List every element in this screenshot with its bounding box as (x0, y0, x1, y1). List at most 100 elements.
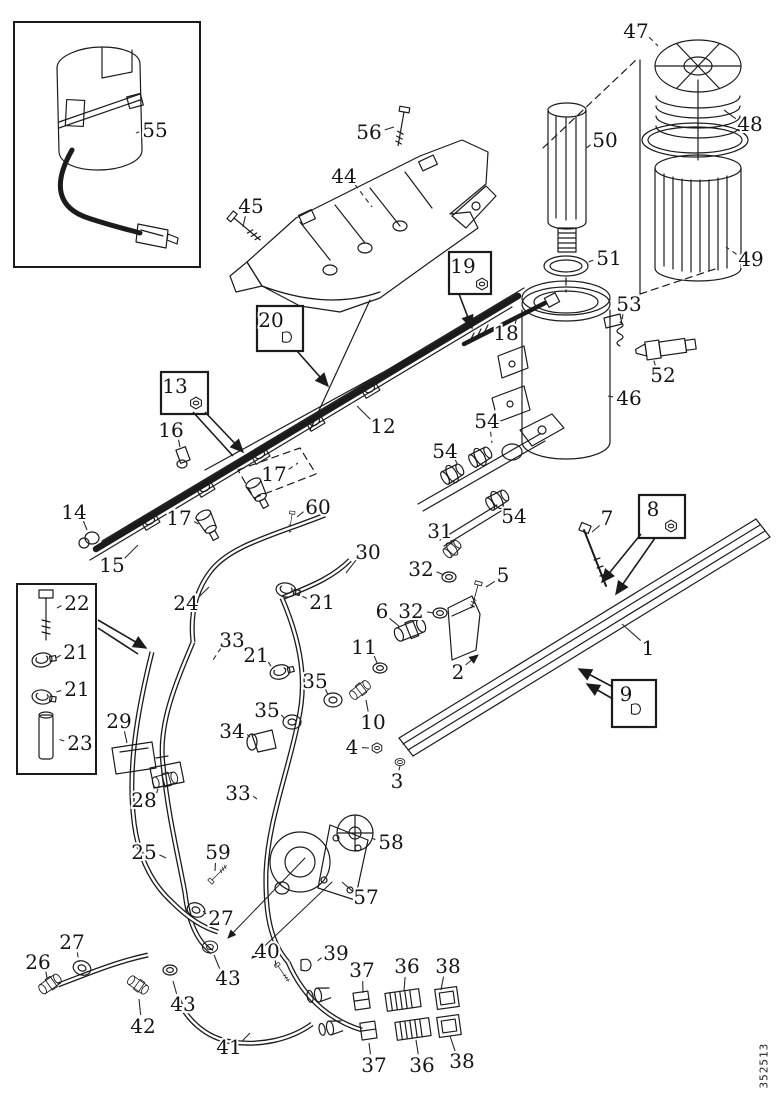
leader-line-3 (398, 765, 401, 771)
banjo-pipe-run (417, 413, 565, 547)
callout-31: 31 (427, 519, 452, 543)
intake-manifold (229, 139, 497, 431)
callout-13: 13 (162, 374, 187, 398)
o-ring-51 (543, 255, 589, 277)
callout-35: 35 (254, 698, 279, 722)
bolt-56 (392, 105, 411, 147)
clip-16 (175, 446, 191, 469)
filter-element-50 (543, 102, 589, 277)
leader-line-34 (246, 734, 251, 738)
callout-2: 2 (452, 660, 465, 684)
callout-23: 23 (67, 731, 92, 755)
leader-line-51 (584, 259, 594, 264)
hardware-inset-arrow2 (97, 627, 139, 655)
callout-58: 58 (378, 830, 403, 854)
callout-46: 46 (616, 386, 641, 410)
callout-box-line-13-0 (192, 411, 234, 457)
callout-30: 30 (355, 540, 380, 564)
callout-37: 37 (349, 958, 374, 982)
injection-pump (227, 814, 374, 959)
leader-line-5 (485, 580, 496, 588)
callout-box-arrow-19-0 (458, 293, 474, 330)
callout-44: 44 (331, 164, 356, 188)
callout-12: 12 (370, 414, 395, 438)
callout-52: 52 (650, 363, 675, 387)
leader-line-30 (345, 559, 357, 574)
callout-18: 18 (493, 321, 518, 345)
leader-line-54 (490, 431, 493, 444)
washer-32a (441, 571, 457, 583)
callout-50: 50 (592, 128, 617, 152)
injector-17a (193, 507, 224, 544)
callout-59: 59 (205, 840, 230, 864)
leader-line-56 (384, 126, 395, 131)
banjo-54b (437, 459, 468, 489)
callout-55: 55 (142, 118, 167, 142)
banjo-54a (465, 442, 496, 472)
leader-line-27 (76, 952, 80, 963)
callout-box-8 (637, 493, 687, 540)
fitting-36a (384, 988, 422, 1012)
fitting-36b (394, 1017, 432, 1041)
callout-45: 45 (238, 194, 263, 218)
seal-ring-48 (641, 122, 749, 158)
leader-line-50 (583, 144, 591, 151)
callout-15: 15 (99, 553, 124, 577)
fitting-37b (359, 1020, 378, 1041)
leader-line-15 (124, 544, 139, 559)
callout-17: 17 (166, 506, 191, 530)
leader-line-32 (436, 571, 445, 576)
callout-21: 21 (309, 590, 334, 614)
washer-32b (432, 607, 448, 619)
spring-53 (616, 321, 624, 347)
hose-end-26 (36, 971, 64, 997)
callout-42: 42 (130, 1014, 155, 1038)
callout-33: 33 (225, 781, 250, 805)
leader-line-39 (314, 957, 322, 964)
callout-box-arrow-9-1 (585, 683, 614, 700)
callout-39: 39 (323, 941, 348, 965)
callout-40: 40 (254, 939, 279, 963)
leader-line-44 (354, 183, 373, 208)
callout-24: 24 (173, 591, 198, 615)
callout-17: 17 (261, 462, 286, 486)
leader-line-23 (57, 738, 65, 742)
callout-box-arrow-13-0 (204, 411, 245, 454)
leader-line-2 (465, 654, 479, 666)
clip-39 (300, 958, 312, 972)
washer-3 (394, 758, 406, 766)
callout-29: 29 (106, 709, 131, 733)
callout-48: 48 (737, 112, 762, 136)
leader-line-16 (177, 439, 181, 448)
callout-21: 21 (243, 643, 268, 667)
callout-25: 25 (131, 840, 156, 864)
callout-34: 34 (219, 719, 244, 743)
callout-box-arrow-20-0 (296, 350, 330, 388)
fuel-hoses (57, 512, 363, 1046)
callout-36: 36 (394, 954, 419, 978)
clamp-cutout (101, 46, 133, 79)
callout-1: 1 (642, 636, 655, 660)
leader-line-52 (652, 356, 656, 366)
callout-8: 8 (647, 497, 660, 521)
callout-54: 54 (432, 439, 457, 463)
callout-37: 37 (361, 1053, 386, 1077)
callout-27: 27 (208, 906, 233, 930)
fuel-rail (78, 287, 525, 561)
callout-54: 54 (474, 409, 499, 433)
leader-line-53 (621, 314, 624, 322)
cap-38b (436, 1013, 462, 1039)
leader-line-43 (213, 954, 221, 969)
injector-position-outline (237, 447, 317, 499)
callout-box-arrow-8-1 (615, 537, 656, 596)
leader-line-21 (267, 661, 273, 669)
callout-27: 27 (59, 930, 84, 954)
callout-box-19 (447, 250, 493, 296)
leader-line-35 (325, 689, 330, 698)
leader-line-18 (514, 316, 518, 325)
elbow-42 (124, 973, 152, 997)
leader-line-46 (607, 395, 614, 398)
leader-line-33 (212, 647, 222, 661)
